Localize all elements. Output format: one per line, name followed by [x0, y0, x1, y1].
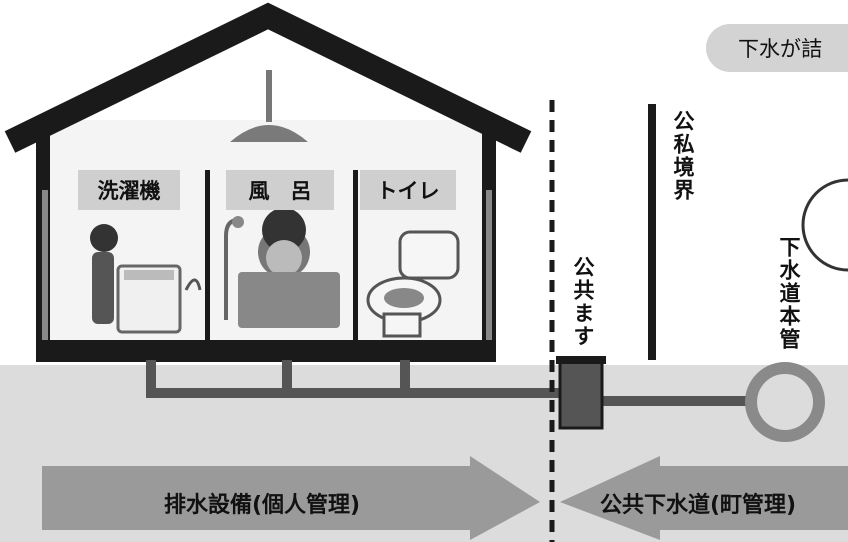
sewer-main-pipe	[745, 362, 825, 442]
drain-pipe-public	[602, 396, 752, 406]
boundary-line	[648, 104, 656, 360]
private-arrow-label: 排水設備(個人管理)	[164, 493, 361, 518]
public-basin	[558, 358, 604, 430]
public-basin-top	[556, 356, 606, 364]
room-divider-1	[205, 170, 210, 342]
public-arrow-label: 公共下水道(町管理)	[600, 493, 797, 518]
shower-icon	[224, 216, 244, 320]
partial-circle	[801, 178, 848, 272]
bathtub-icon	[238, 272, 340, 328]
public-basin-label: 公共ます	[571, 256, 595, 348]
room-divider-2	[353, 170, 358, 342]
sewer-main-label: 下水道本管	[777, 236, 801, 351]
public-arrow	[560, 456, 848, 540]
room-label-toilet: トイレ	[360, 170, 456, 210]
house-floor	[36, 340, 496, 362]
drain-pipe-main	[146, 388, 566, 398]
lamp-cord	[266, 70, 272, 122]
house-wall-right-inner	[486, 190, 492, 340]
faucet-icon	[184, 278, 202, 291]
house-wall-left-inner	[42, 190, 48, 340]
person-washing-icon	[90, 224, 118, 324]
washing-machine-icon	[116, 264, 182, 334]
drain-pipe-washer	[146, 360, 156, 396]
boundary-label: 公私境界	[671, 110, 695, 202]
house-roof	[4, 2, 532, 153]
room-label-laundry: 洗濯機	[78, 170, 180, 210]
lamp-shade	[230, 125, 308, 142]
drain-pipe-bath	[282, 360, 292, 396]
room-label-bath: 風 呂	[226, 170, 334, 210]
private-arrow	[42, 456, 540, 540]
person-bathing-icon	[258, 208, 310, 278]
toilet-icon	[366, 230, 460, 338]
callout-bubble: 下水が詰	[706, 24, 848, 72]
callout-text: 下水が詰	[738, 37, 822, 61]
drain-pipe-toilet	[400, 360, 410, 396]
